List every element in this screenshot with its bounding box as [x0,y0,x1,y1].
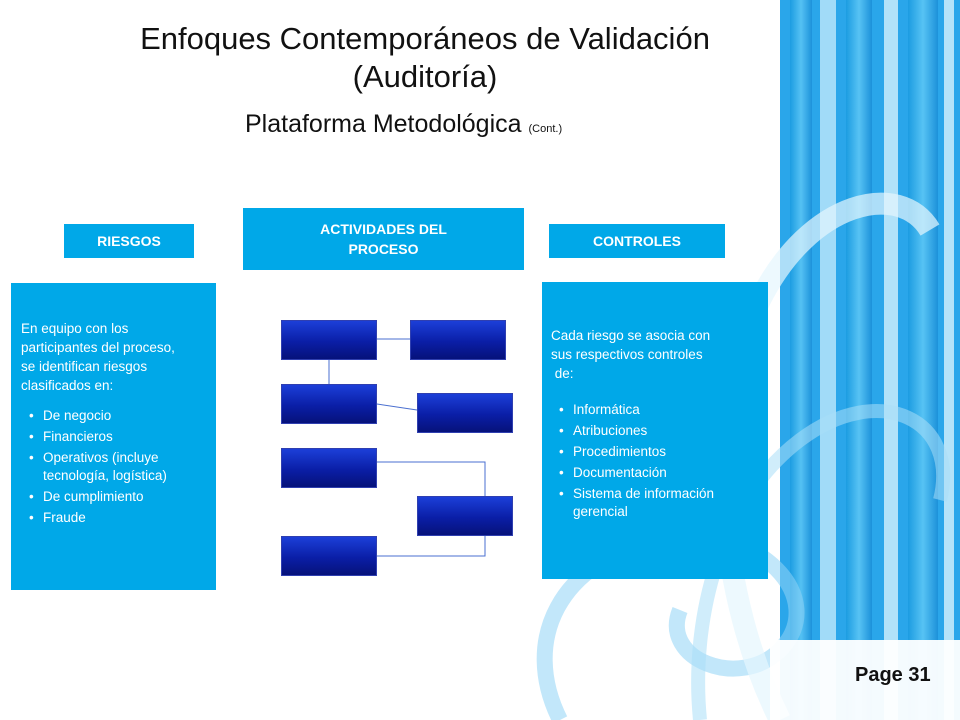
riesgos-list-item: Fraude [21,509,210,527]
process-box [281,448,377,488]
subtitle-suffix: (Cont.) [528,123,563,135]
slide-subtitle: Plataforma Metodológica (Cont.) [245,110,562,139]
controles-header: CONTROLES [549,224,725,258]
subtitle-text: Plataforma Metodológica [245,110,522,138]
controles-list-item: Sistema de información gerencial [551,485,762,521]
riesgos-intro-line: En equipo con los [21,321,129,336]
connector-line [376,403,418,411]
slide-title-line1: Enfoques Contemporáneos de Validación [140,21,710,56]
riesgos-intro-line: clasificados en: [21,378,114,393]
process-box [281,536,377,576]
riesgos-list-item: De cumplimiento [21,488,210,506]
controles-list-item: Informática [551,401,762,419]
connector-line [377,461,486,497]
riesgos-intro: En equipo con los participantes del proc… [21,319,210,395]
process-box [410,320,506,360]
controles-list-item: Documentación [551,464,762,482]
riesgos-list: De negocio Financieros Operativos (inclu… [21,407,210,527]
controles-list-item: Procedimientos [551,443,762,461]
controles-intro-line: Cada riesgo se asocia con [551,328,711,343]
slide-title-line2: (Auditoría) [352,59,498,94]
page-number: Page 31 [855,664,931,686]
controles-panel: Cada riesgo se asocia con sus respectivo… [542,282,768,579]
process-box [281,384,377,424]
riesgos-list-item: De negocio [21,407,210,425]
controles-list-item: Atribuciones [551,422,762,440]
process-box [417,393,513,433]
connector-line [377,535,486,557]
riesgos-header: RIESGOS [64,224,194,258]
actividades-header-line2: PROCESO [348,241,419,257]
controles-list: Informática Atribuciones Procedimientos … [551,401,762,521]
riesgos-panel: En equipo con los participantes del proc… [11,283,216,590]
riesgos-list-item: Financieros [21,428,210,446]
riesgos-intro-line: participantes del proceso, [21,340,175,355]
controles-intro-line: sus respectivos controles [551,347,703,362]
actividades-header: ACTIVIDADES DEL PROCESO [243,208,524,270]
controles-intro: Cada riesgo se asocia con sus respectivo… [551,326,762,383]
process-box [417,496,513,536]
controles-intro-line: de: [551,366,574,381]
riesgos-list-item: Operativos (incluye tecnología, logístic… [21,449,210,485]
actividades-header-line1: ACTIVIDADES DEL [320,221,447,237]
process-box [281,320,377,360]
riesgos-intro-line: se identifican riesgos [21,359,148,374]
